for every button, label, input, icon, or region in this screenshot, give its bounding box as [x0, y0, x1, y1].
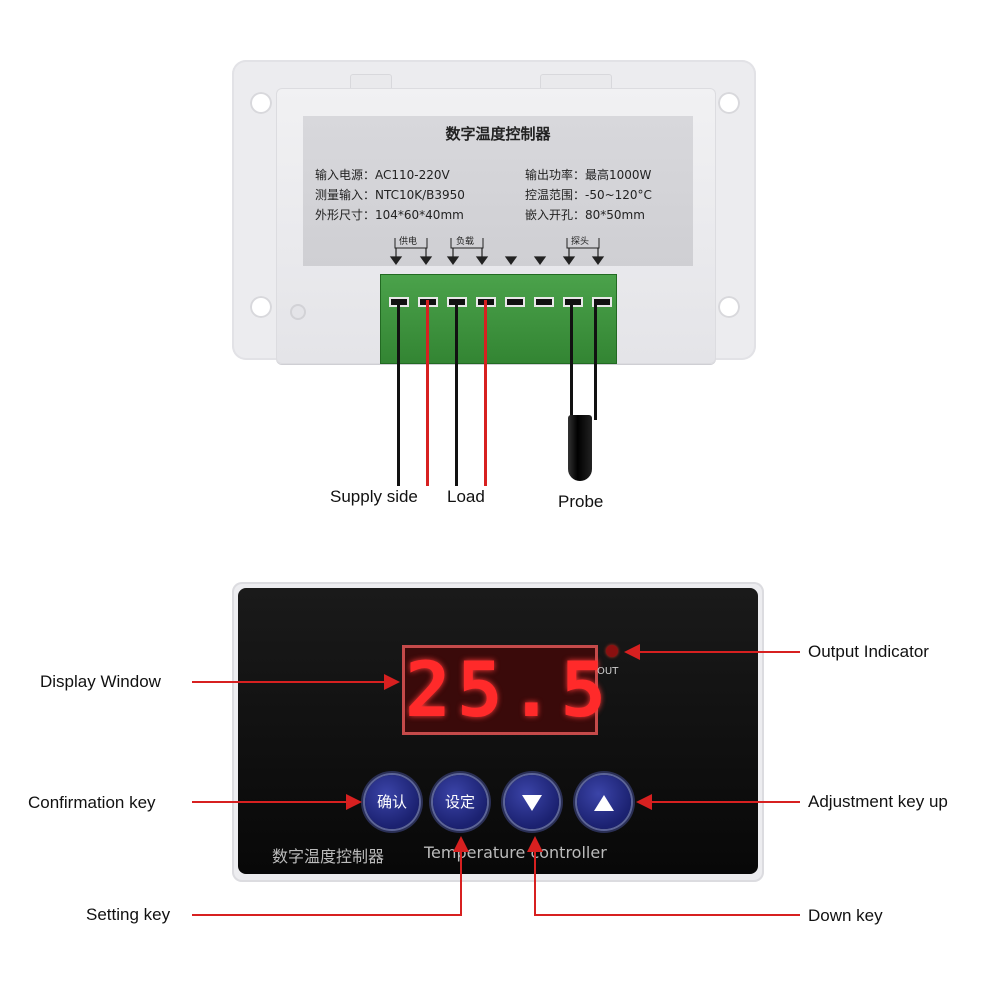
temperature-probe [568, 415, 592, 481]
terminal-block [380, 274, 617, 364]
down-button[interactable] [505, 775, 559, 829]
load-wire-red [484, 300, 487, 486]
load-wire-black [455, 300, 458, 486]
callout-adjustment-up: Adjustment key up [808, 792, 948, 811]
mounting-hole [250, 92, 272, 114]
triangle-down-icon [522, 794, 542, 811]
up-button[interactable] [577, 775, 631, 829]
callout-down-key: Down key [808, 906, 883, 925]
spec-label-plate: 数字温度控制器 输入电源：AC110-220V 测量输入：NTC10K/B395… [303, 116, 693, 266]
housing-pin [290, 304, 306, 320]
callout-setting-key: Setting key [86, 905, 171, 924]
spec-dimensions: 外形尺寸：104*60*40mm [315, 208, 464, 222]
caption-supply-side: Supply side [330, 487, 418, 506]
probe-wire [594, 300, 597, 420]
panel-brand-en: Temperature controller [424, 843, 607, 862]
mounting-hole [718, 296, 740, 318]
terminal-screw [592, 297, 612, 307]
output-indicator-led [606, 645, 618, 657]
caption-probe: Probe [558, 492, 604, 511]
terminal-screw [534, 297, 554, 307]
temperature-readout: 25.5 [405, 645, 613, 734]
spec-temp-range: 控温范围：-50~120°C [525, 188, 652, 202]
probe-wire [570, 300, 573, 420]
display-window: 25.5 [402, 645, 613, 735]
group-label-supply: 供电 [399, 237, 418, 247]
plate-title: 数字温度控制器 [445, 125, 551, 143]
callout-display-window: Display Window [40, 672, 161, 691]
spec-output-power: 输出功率：最高1000W [525, 168, 652, 182]
caption-load: Load [447, 487, 485, 506]
mounting-hole [250, 296, 272, 318]
terminal-arrows [389, 238, 605, 266]
terminal-screw [505, 297, 525, 307]
spec-cutout: 嵌入开孔：80*50mm [525, 208, 645, 222]
panel-brand-cn: 数字温度控制器 [272, 847, 385, 866]
callout-confirmation-key: Confirmation key [28, 793, 156, 812]
spec-measure-input: 测量输入：NTC10K/B3950 [315, 188, 465, 202]
triangle-up-icon [594, 794, 614, 811]
group-label-load: 负载 [456, 237, 475, 247]
supply-wire-black [397, 300, 400, 486]
out-label: OUT [597, 666, 619, 677]
spec-input-power: 输入电源：AC110-220V [315, 168, 450, 182]
terminal-screw [563, 297, 583, 307]
mounting-hole [718, 92, 740, 114]
confirm-button[interactable]: 确认 [365, 775, 419, 829]
callout-output-indicator: Output Indicator [808, 642, 929, 661]
supply-wire-red [426, 300, 429, 486]
set-button[interactable]: 设定 [433, 775, 487, 829]
group-label-probe: 探头 [571, 237, 590, 247]
